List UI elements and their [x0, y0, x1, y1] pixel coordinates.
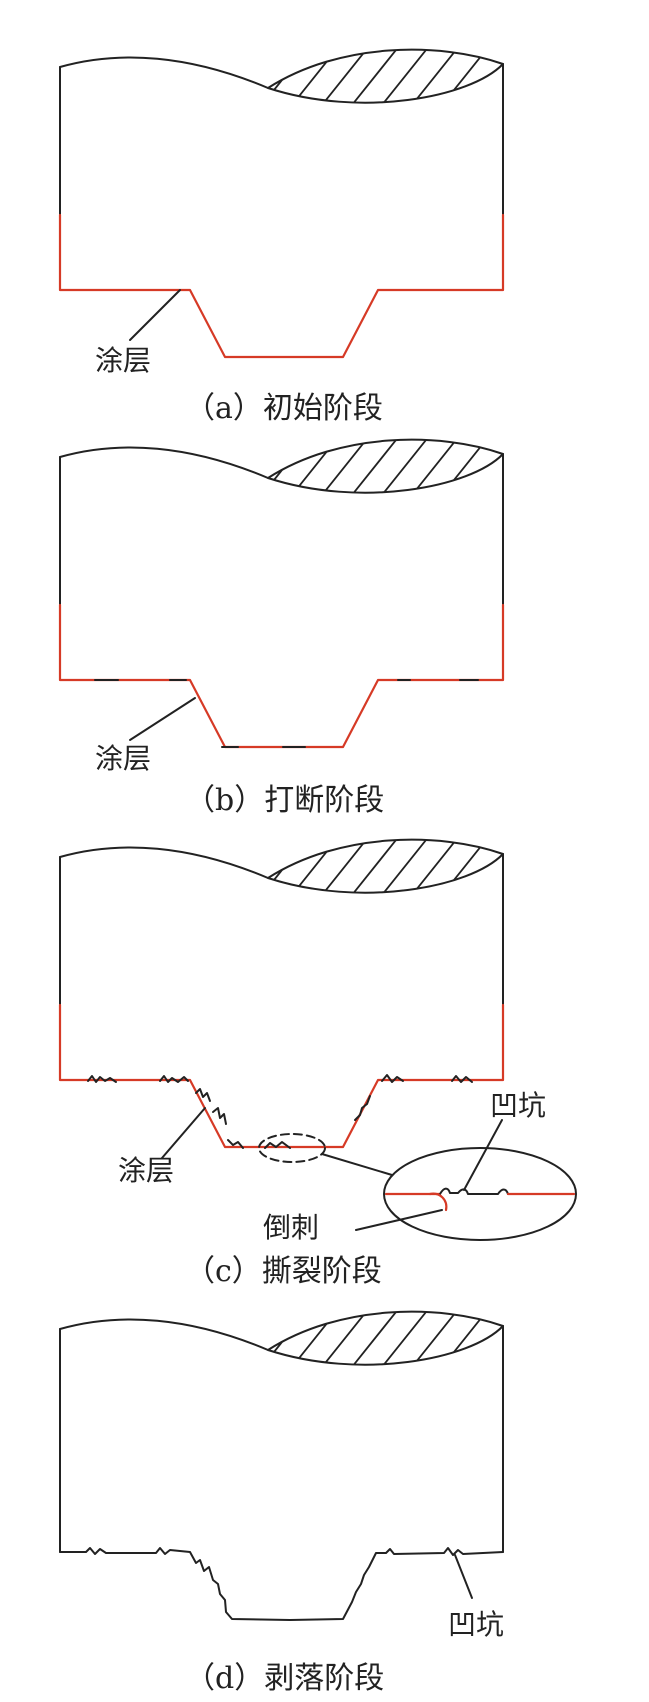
pit-leader-line	[463, 1119, 503, 1191]
coating-leader-line	[129, 289, 181, 341]
coating-label: 涂层	[95, 742, 151, 775]
panel-d: 凹坑 （d）剥落阶段	[59, 1310, 504, 1696]
coating-break-marks	[94, 679, 479, 748]
pit-label: 凹坑	[490, 1089, 546, 1122]
detail-marker-ellipse	[258, 1133, 326, 1163]
torn-edge-marks	[87, 1074, 473, 1149]
tool-body	[59, 1318, 504, 1553]
pit-label: 凹坑	[448, 1608, 504, 1641]
coating-layer	[58, 1003, 505, 1149]
worn-surface-profile	[59, 1547, 504, 1621]
panel-b: 涂层 （b）打断阶段	[58, 438, 505, 818]
coating-layer	[58, 213, 505, 359]
burr-leader-line	[355, 1209, 443, 1231]
coating-label: 涂层	[118, 1154, 174, 1187]
panel-caption: （d）剥落阶段	[185, 1661, 384, 1696]
panel-c: 凹坑 倒刺 涂层 （c）撕裂阶段	[58, 838, 577, 1289]
pit-leader-line	[454, 1554, 473, 1599]
panel-a: 涂层 （a）初始阶段	[58, 48, 505, 426]
detail-connector-line	[321, 1153, 393, 1176]
coating-leader-line	[129, 697, 196, 741]
burr-mark	[428, 1192, 448, 1212]
coating-layer	[58, 603, 505, 749]
coating-leader-line	[161, 1107, 206, 1159]
panel-caption: （b）打断阶段	[185, 783, 384, 818]
burr-label: 倒刺	[263, 1211, 319, 1244]
coating-label: 涂层	[95, 344, 151, 377]
panel-caption: （c）撕裂阶段	[185, 1254, 382, 1289]
panel-caption: （a）初始阶段	[185, 391, 383, 426]
